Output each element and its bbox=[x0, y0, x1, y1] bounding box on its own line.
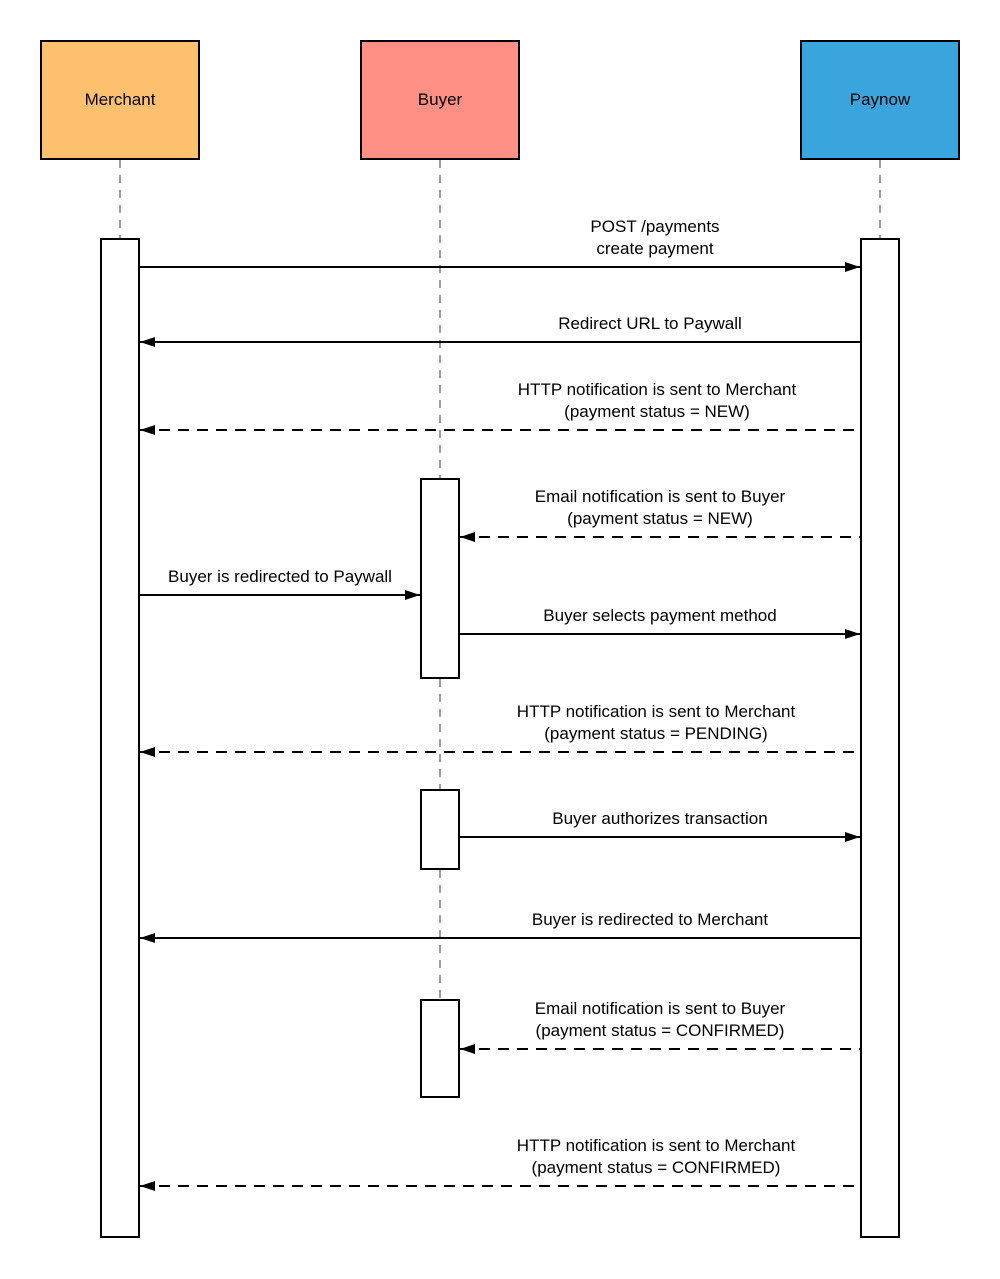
message-label: Email notification is sent to Buyer (paym… bbox=[535, 998, 785, 1042]
message-arrowhead bbox=[845, 831, 860, 842]
message-label-line: HTTP notification is sent to Merchant bbox=[516, 1136, 796, 1155]
message-label: Buyer is redirected to Paywall bbox=[168, 566, 392, 588]
message-label: Buyer is redirected to Merchant bbox=[532, 909, 768, 931]
actor-label-merchant: Merchant bbox=[84, 90, 156, 109]
message-label-line: POST /payments bbox=[590, 217, 720, 236]
message-arrowhead bbox=[405, 589, 420, 600]
message-line bbox=[460, 535, 860, 539]
message-label-line: (payment status = CONFIRMED) bbox=[531, 1158, 781, 1177]
message-line bbox=[460, 1047, 860, 1051]
message-label-line: (payment status = NEW) bbox=[567, 509, 753, 528]
message-label-line: (payment status = PENDING) bbox=[544, 724, 768, 743]
message-label-line: Email notification is sent to Buyer bbox=[534, 487, 786, 506]
message-label: HTTP notification is sent to Merchant (pa… bbox=[517, 701, 795, 745]
actor-box-merchant: Merchant bbox=[40, 40, 200, 160]
message-line bbox=[140, 340, 860, 344]
actor-box-paynow: Paynow bbox=[800, 40, 960, 160]
message-arrowhead bbox=[460, 531, 475, 542]
message-label: HTTP notification is sent to Merchant (pa… bbox=[517, 1135, 795, 1179]
message-label: HTTP notification is sent to Merchant (pa… bbox=[518, 379, 796, 423]
message-label-line: create payment bbox=[596, 239, 714, 258]
message-arrowhead bbox=[140, 746, 155, 757]
message-arrowhead bbox=[460, 1043, 475, 1054]
actor-box-buyer: Buyer bbox=[360, 40, 520, 160]
message-label-line: Buyer is redirected to Paywall bbox=[168, 567, 392, 586]
activation-bar-paynow bbox=[860, 238, 900, 1238]
message-line bbox=[140, 593, 420, 597]
message-arrowhead bbox=[140, 424, 155, 435]
message-line bbox=[140, 265, 860, 269]
message-line bbox=[140, 936, 860, 940]
message-label-line: HTTP notification is sent to Merchant bbox=[516, 702, 796, 721]
message-arrowhead bbox=[140, 336, 155, 347]
message-line bbox=[140, 750, 860, 754]
lifeline-buyer bbox=[438, 160, 442, 478]
message-label-line: Redirect URL to Paywall bbox=[558, 314, 742, 333]
message-label: POST /payments create payment bbox=[590, 216, 719, 260]
message-label-line: (payment status = CONFIRMED) bbox=[535, 1021, 785, 1040]
message-line bbox=[140, 1184, 860, 1188]
lifeline-buyer bbox=[438, 870, 442, 999]
message-label: Redirect URL to Paywall bbox=[558, 313, 742, 335]
activation-bar-buyer bbox=[420, 789, 460, 870]
message-label: Buyer selects payment method bbox=[543, 605, 776, 627]
lifeline-paynow bbox=[878, 160, 882, 238]
message-line bbox=[140, 428, 860, 432]
activation-bar-buyer bbox=[420, 478, 460, 679]
message-line bbox=[460, 835, 860, 839]
actor-label-paynow: Paynow bbox=[849, 90, 911, 109]
message-label-line: Buyer authorizes transaction bbox=[552, 809, 768, 828]
message-line bbox=[460, 632, 860, 636]
lifeline-merchant bbox=[118, 160, 122, 238]
activation-bar-merchant bbox=[100, 238, 140, 1238]
actor-label-buyer: Buyer bbox=[417, 90, 463, 109]
message-label-line: Email notification is sent to Buyer bbox=[534, 999, 786, 1018]
message-arrowhead bbox=[845, 261, 860, 272]
message-label-line: Buyer is redirected to Merchant bbox=[531, 910, 769, 929]
message-label-line: (payment status = NEW) bbox=[564, 402, 750, 421]
activation-bar-buyer bbox=[420, 999, 460, 1098]
message-arrowhead bbox=[845, 628, 860, 639]
message-label: Email notification is sent to Buyer (paym… bbox=[535, 486, 785, 530]
message-label-line: HTTP notification is sent to Merchant bbox=[517, 380, 797, 399]
message-label-line: Buyer selects payment method bbox=[543, 606, 777, 625]
message-label: Buyer authorizes transaction bbox=[552, 808, 767, 830]
message-arrowhead bbox=[140, 932, 155, 943]
lifeline-buyer bbox=[438, 679, 442, 789]
message-arrowhead bbox=[140, 1180, 155, 1191]
